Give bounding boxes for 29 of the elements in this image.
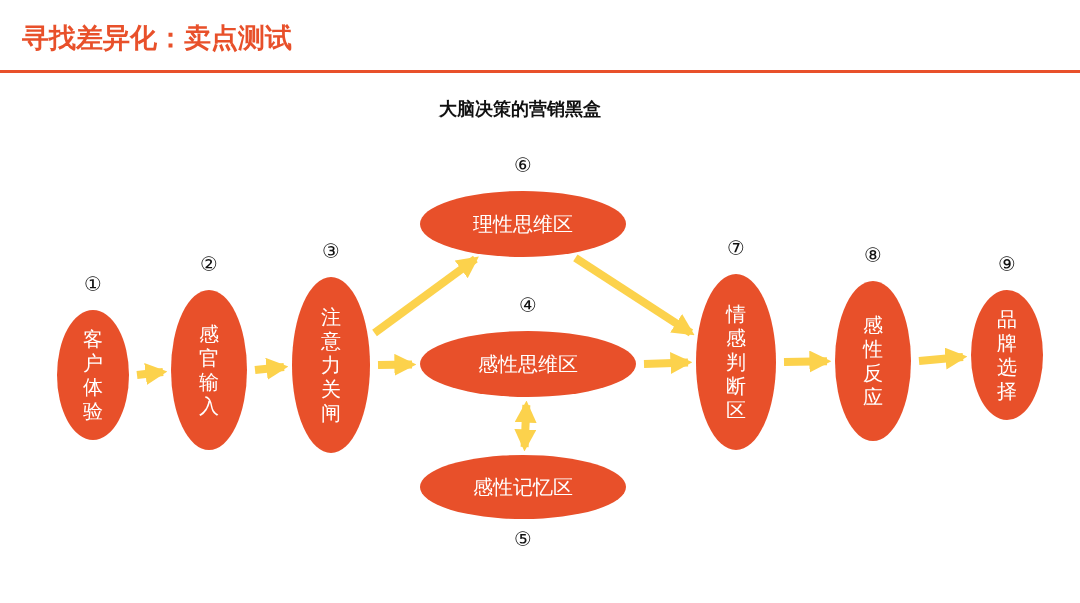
- arrow: [254, 357, 289, 380]
- arrow: [514, 400, 537, 452]
- callout-number: ⑧: [863, 243, 883, 267]
- arrow: [377, 353, 417, 376]
- arrow: [783, 350, 832, 373]
- node-label: 感性反应: [863, 313, 883, 409]
- node-label: 情感判断区: [726, 302, 746, 422]
- diagram-subtitle: 大脑决策的营销黑盒: [438, 97, 602, 121]
- callout-number: ⑥: [513, 153, 533, 177]
- node-label: 品牌选择: [997, 307, 1017, 403]
- arrow: [372, 255, 479, 337]
- arrow: [918, 347, 968, 370]
- callout-number: ⑤: [513, 527, 533, 551]
- callout-number: ④: [518, 293, 538, 317]
- arrow: [573, 254, 695, 337]
- callout-number: ③: [321, 239, 341, 263]
- node-label: 感性思维区: [478, 350, 578, 378]
- node-label: 感官输入: [199, 322, 219, 418]
- page-title: 寻找差异化：卖点测试: [22, 21, 292, 55]
- callout-number: ⑦: [726, 236, 746, 260]
- callout-number: ①: [83, 272, 103, 296]
- node-label: 注意力关闸: [321, 305, 341, 425]
- callout-number: ⑨: [997, 252, 1017, 276]
- callout-number: ②: [199, 252, 219, 276]
- node-label: 感性记忆区: [473, 473, 573, 501]
- arrow: [136, 363, 168, 385]
- node-label: 客户体验: [83, 327, 103, 423]
- arrow: [643, 352, 693, 375]
- node-label: 理性思维区: [473, 210, 573, 238]
